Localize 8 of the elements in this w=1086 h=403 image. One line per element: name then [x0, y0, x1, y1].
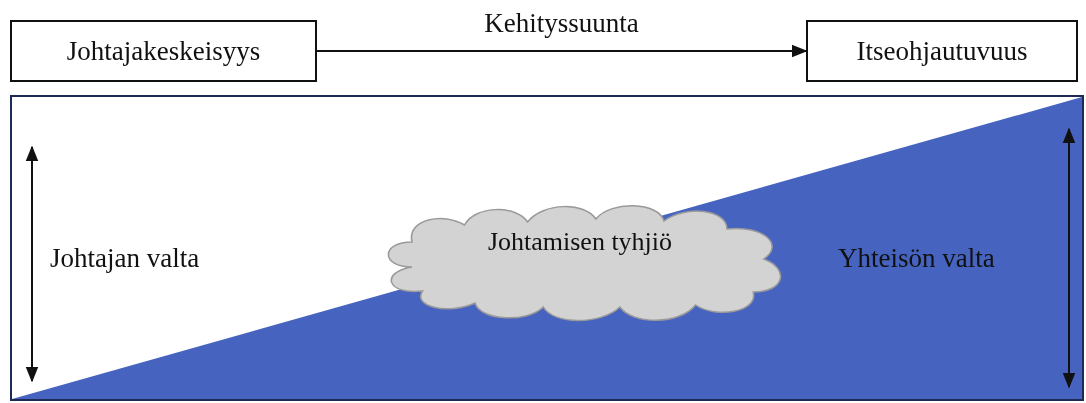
axis-label: Johtajan valta	[50, 243, 200, 274]
arrow	[316, 44, 808, 58]
axis-label: Yhteisön valta	[838, 243, 995, 274]
edge-label: Kehityssuunta	[484, 8, 639, 39]
text-box: Johtajakeskeisyys	[10, 20, 317, 82]
text-box: Itseohjautuvuus	[806, 20, 1078, 82]
cloud-label: Johtamisen tyhjiö	[487, 227, 673, 257]
panel-frame	[10, 95, 1084, 401]
